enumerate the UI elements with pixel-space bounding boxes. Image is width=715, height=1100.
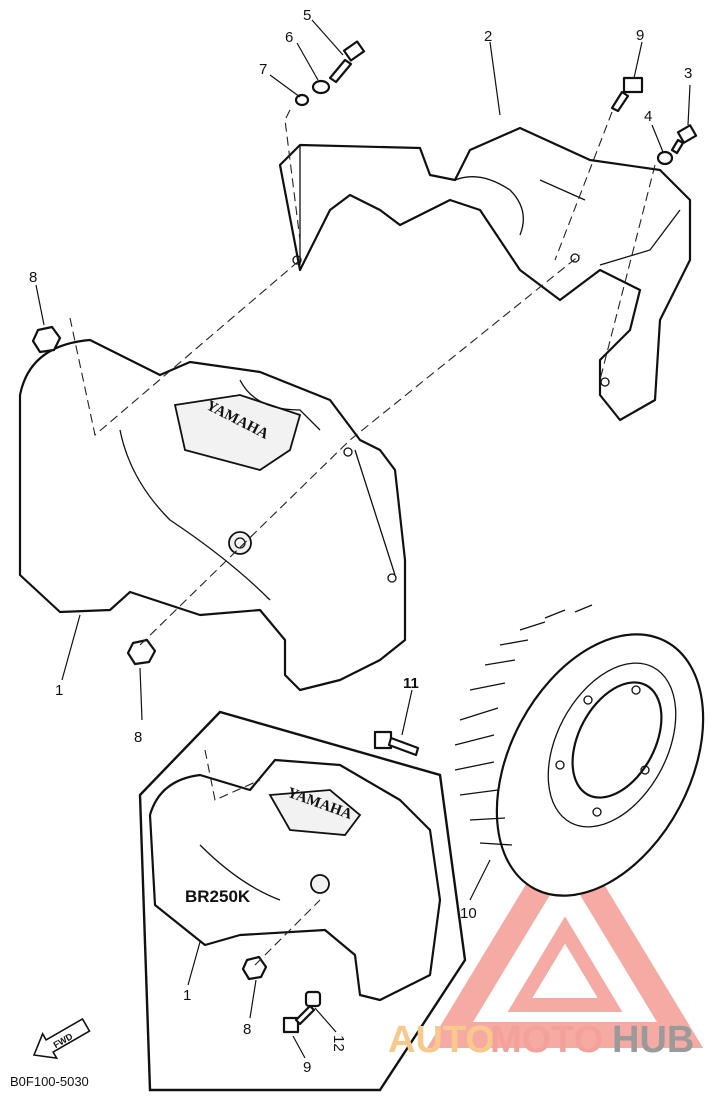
- callout-9-inset: 9: [303, 1059, 311, 1076]
- forward-arrow-icon: FWD: [32, 1017, 91, 1060]
- callout-11: 11: [403, 675, 419, 692]
- hardware: [31, 40, 698, 1034]
- watermark-text-hub: HUB: [612, 1019, 694, 1061]
- watermark-text-moto: MOTO: [490, 1019, 603, 1061]
- cooling-fan: [454, 604, 705, 897]
- bolt-5: [328, 40, 366, 84]
- callout-10: 10: [460, 905, 477, 922]
- washer-7: [294, 93, 310, 107]
- nut-8-upper: [31, 325, 62, 354]
- bolt-9-inset: [282, 1004, 316, 1034]
- upper-shroud: [278, 126, 692, 422]
- watermark-logo: [426, 819, 704, 1048]
- callout-2: 2: [484, 28, 492, 45]
- callout-12: 12: [330, 1035, 347, 1052]
- main-cover: YAMAHA: [18, 338, 407, 692]
- callout-3: 3: [684, 65, 692, 82]
- callout-1-upper: 1: [55, 682, 63, 699]
- fan-fins: [454, 604, 593, 846]
- assembly-lines: [69, 109, 656, 966]
- callout-9-top: 9: [636, 27, 644, 44]
- collar-12: [304, 990, 322, 1008]
- callout-1-inset: 1: [183, 987, 191, 1004]
- callout-8-inset: 8: [243, 1021, 251, 1038]
- washer-6: [311, 79, 331, 95]
- nut-8-middle: [126, 638, 157, 666]
- callout-4: 4: [644, 108, 652, 125]
- callout-6: 6: [285, 29, 293, 46]
- callout-numbers: 5 6 7 2 9 3 4 8 1 8 11 10 1 8 9 12: [29, 7, 692, 1076]
- bolt-11: [373, 730, 420, 757]
- callout-8-middle: 8: [134, 729, 142, 746]
- washer-4: [656, 150, 674, 166]
- inset-model-label: BR250K: [185, 887, 251, 906]
- nut-8-inset: [241, 955, 268, 981]
- diagram-code: B0F100-5030: [10, 1074, 89, 1089]
- watermark-text: AUTO MOTO HUB: [388, 1019, 694, 1061]
- callout-7: 7: [259, 61, 267, 78]
- callout-5: 5: [303, 7, 311, 24]
- callout-8-upper: 8: [29, 269, 37, 286]
- bolt-9-top: [610, 76, 644, 113]
- watermark-text-auto: AUTO: [388, 1019, 495, 1061]
- leader-lines: [35, 19, 691, 1059]
- bolt-3: [670, 124, 698, 155]
- br250k-inset: YAMAHA BR250K: [138, 710, 467, 1092]
